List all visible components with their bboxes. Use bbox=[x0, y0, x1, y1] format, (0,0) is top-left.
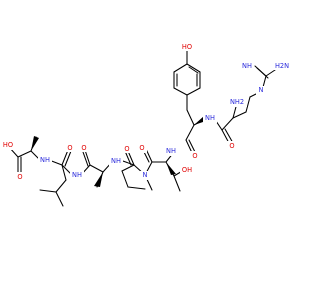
atom-label-oh-thr: OH bbox=[182, 166, 192, 174]
atom-label-ho-tyr: HO bbox=[182, 43, 192, 51]
atom-label-nh-ala1: NH bbox=[40, 156, 50, 164]
atom-label-o-pro: O bbox=[124, 145, 129, 153]
molecule-structure: HO NH H2N N NH2 NH O O NH OH O N O NH O … bbox=[1, 42, 292, 207]
atom-label-h2n-guan: H2N bbox=[275, 62, 289, 70]
atom-label-nh-guan: NH bbox=[242, 62, 252, 70]
atom-label-o-tyr: O bbox=[192, 152, 197, 160]
atom-label-nh-leu: NH bbox=[72, 171, 82, 179]
atom-label-o-arg: O bbox=[229, 142, 234, 150]
atom-label-o-thr: O bbox=[139, 144, 144, 152]
wedge-layer bbox=[31, 116, 206, 187]
atom-label-oh-acid: HO bbox=[3, 141, 13, 149]
atom-label-n-pro: N bbox=[143, 171, 148, 179]
atom-label-o-ala2: O bbox=[81, 144, 86, 152]
atom-label-nh-ala2: NH bbox=[111, 157, 121, 165]
atom-label-nh-tyr: NH bbox=[205, 114, 215, 122]
atom-label-o-leu: O bbox=[67, 144, 72, 152]
atom-label-nh2-arg: NH2 bbox=[230, 98, 244, 106]
atom-label-nh-thr: NH bbox=[166, 147, 176, 155]
atom-label-o-acid: O bbox=[17, 173, 22, 181]
bond-layer bbox=[8, 49, 279, 207]
atom-label-n-guan: N bbox=[259, 86, 264, 94]
label-layer: HO NH H2N N NH2 NH O O NH OH O N O NH O … bbox=[1, 42, 292, 181]
